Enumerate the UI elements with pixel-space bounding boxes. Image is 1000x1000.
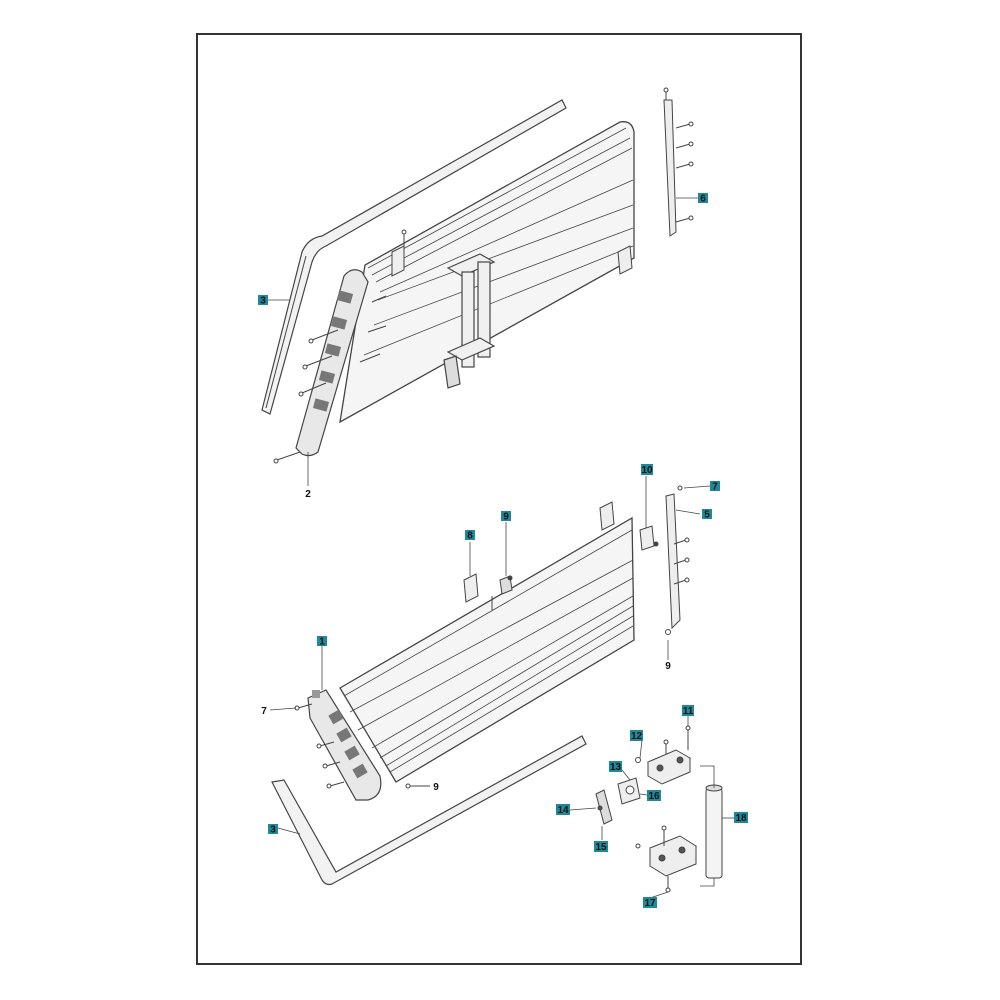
label-9-lower-clip: 9 bbox=[503, 512, 509, 523]
label-3-lower: 3 bbox=[270, 825, 276, 836]
label-box bbox=[630, 730, 643, 741]
lower-right-clip bbox=[599, 501, 615, 531]
label-box bbox=[501, 511, 511, 521]
label-box bbox=[682, 705, 694, 716]
label-box bbox=[594, 841, 608, 852]
label-1: 1 bbox=[319, 637, 325, 648]
label-15: 15 bbox=[595, 842, 607, 853]
label-box bbox=[465, 530, 475, 540]
latch-hardware bbox=[595, 725, 723, 893]
label-box bbox=[641, 464, 653, 475]
upper-clip bbox=[391, 245, 405, 277]
label-7-lower-left: 7 bbox=[261, 706, 267, 717]
label-17: 17 bbox=[644, 898, 656, 909]
lower-hinge-rail bbox=[665, 485, 690, 635]
label-box bbox=[734, 812, 748, 823]
label-9-bottom: 9 bbox=[433, 782, 439, 793]
screws-lower-cap bbox=[294, 703, 430, 789]
label-14: 14 bbox=[557, 805, 569, 816]
upper-hinge-rail bbox=[663, 87, 694, 237]
label-box bbox=[643, 897, 657, 908]
label-box bbox=[702, 509, 712, 519]
upper-right-clip bbox=[617, 245, 633, 275]
label-16: 16 bbox=[648, 791, 660, 802]
label-box bbox=[710, 481, 720, 491]
seal-strip-upper bbox=[261, 99, 567, 415]
screws-upper-cap bbox=[273, 295, 387, 464]
upper-end-cap bbox=[295, 269, 369, 457]
seal-strip-lower bbox=[271, 735, 587, 886]
label-10: 10 bbox=[641, 465, 653, 476]
lower-side-panel bbox=[339, 516, 635, 783]
hinge-plate-10 bbox=[639, 525, 655, 551]
label-box bbox=[698, 193, 708, 203]
lower-clip-9 bbox=[499, 575, 513, 595]
label-5: 5 bbox=[704, 510, 710, 521]
label-box bbox=[647, 790, 661, 801]
label-3-upper: 3 bbox=[260, 296, 266, 307]
label-box bbox=[268, 824, 278, 834]
part-labels: 3 2 6 10 7 5 9 8 9 1 7 9 3 11 12 13 16 1… bbox=[258, 193, 748, 909]
label-box bbox=[258, 295, 268, 305]
lower-clip-8 bbox=[463, 573, 479, 603]
label-6: 6 bbox=[700, 194, 706, 205]
label-9-hinge: 9 bbox=[665, 661, 671, 672]
leader-lines bbox=[268, 299, 734, 899]
label-13: 13 bbox=[610, 762, 622, 773]
label-box bbox=[556, 804, 570, 815]
label-11: 11 bbox=[683, 706, 694, 717]
label-8: 8 bbox=[467, 531, 473, 542]
label-box bbox=[609, 761, 622, 772]
upper-center-post bbox=[443, 253, 496, 389]
label-12: 12 bbox=[631, 731, 643, 742]
label-18: 18 bbox=[735, 813, 747, 824]
label-7-lower-right: 7 bbox=[712, 482, 718, 493]
label-box bbox=[317, 636, 327, 646]
label-2: 2 bbox=[305, 489, 311, 500]
